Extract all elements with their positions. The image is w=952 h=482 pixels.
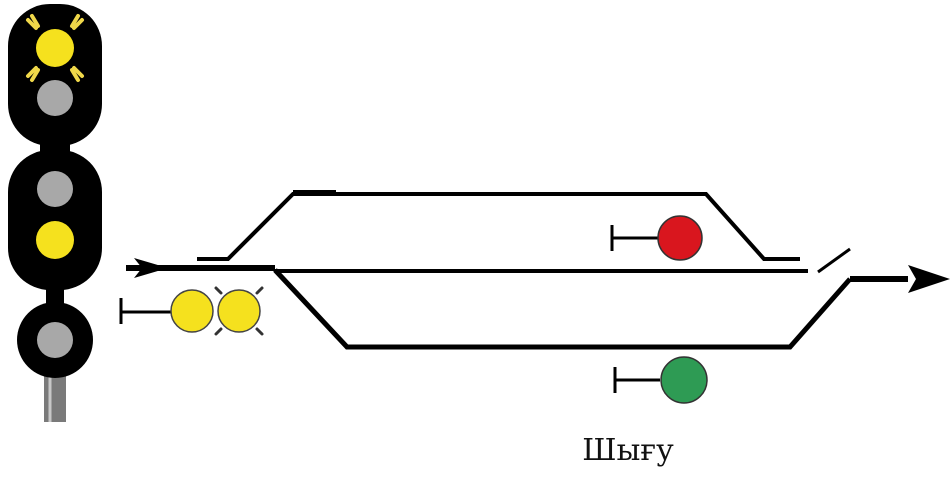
signal-mast-post: [44, 372, 66, 422]
lamp-dark: [37, 80, 73, 116]
exit-signal-lower: [613, 356, 708, 404]
track-upper-siding: [197, 192, 800, 261]
main-signal: [8, 4, 102, 422]
exit-signal-upper: [610, 215, 703, 261]
lamp-lit-yellow-flashing: [36, 29, 74, 67]
track-layout: [126, 190, 908, 350]
lamp-lit-yellow-flashing: [217, 289, 261, 333]
lamp-lit-yellow: [170, 289, 214, 333]
flash-rays-icon: [26, 14, 84, 82]
lamp-dark: [37, 171, 73, 207]
signal-middle-head: [8, 150, 102, 290]
track-exit-switch-stub: [817, 247, 851, 274]
lamp-dark: [37, 322, 73, 358]
lamp-red: [657, 215, 703, 261]
signal-upper-head: [8, 4, 102, 146]
exit-arrow-icon: [908, 265, 950, 293]
lamp-green: [660, 356, 708, 404]
track-lower-siding: [273, 268, 852, 350]
diagram-caption: Шығу: [582, 433, 674, 468]
lamp-lit-yellow: [36, 221, 74, 259]
entry-signal: [119, 286, 264, 336]
flash-rays-icon: [214, 286, 264, 336]
entry-arrow-icon: [134, 258, 168, 278]
